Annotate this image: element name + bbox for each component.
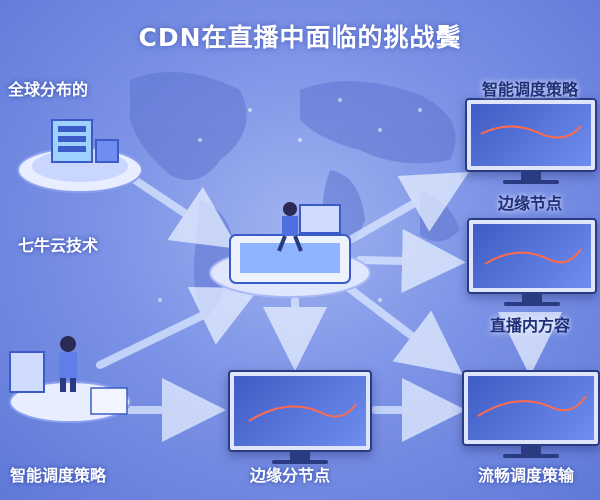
monitor-top-right bbox=[465, 98, 597, 184]
operator-platform-icon bbox=[9, 336, 131, 423]
label-edge-bottom: 边缘分节点 bbox=[250, 466, 331, 485]
label-smart-bottom: 智能调度策略 bbox=[10, 466, 107, 485]
label-smooth: 流畅调度策输 bbox=[478, 466, 575, 485]
label-smart-top: 智能调度策略 bbox=[482, 80, 579, 99]
monitor-middle-right bbox=[467, 218, 597, 306]
monitor-bottom-right bbox=[462, 370, 600, 458]
central-platform-icon bbox=[209, 202, 371, 298]
label-edge-right: 边缘节点 bbox=[498, 194, 563, 213]
page-title: CDN在直播中面临的挑战鬓 bbox=[138, 23, 462, 52]
monitor-bottom-center bbox=[228, 370, 372, 464]
label-live-content: 直播内方容 bbox=[490, 316, 571, 335]
network-dots bbox=[158, 98, 422, 302]
label-global: 全球分布的 bbox=[8, 80, 89, 99]
label-qiniu: 七牛云技术 bbox=[18, 236, 99, 255]
flow-arrows bbox=[96, 166, 562, 442]
server-platform-icon bbox=[17, 119, 143, 193]
